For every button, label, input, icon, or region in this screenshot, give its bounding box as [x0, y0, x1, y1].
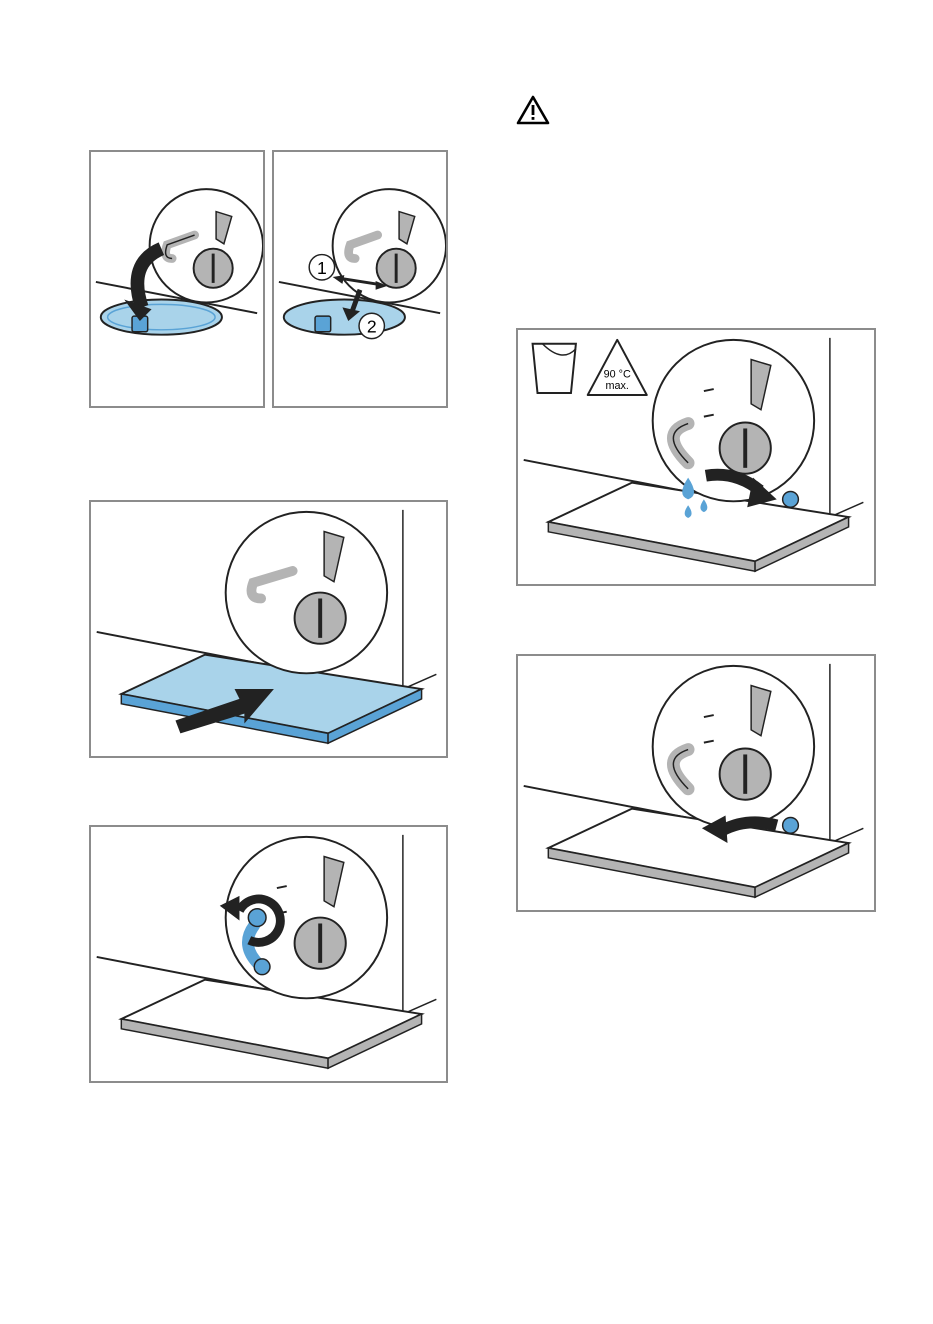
illustration-drain-water: 90 °C max. — [516, 328, 876, 586]
illustration-insert-tray — [89, 500, 448, 758]
svg-text:max.: max. — [606, 380, 629, 392]
illustration-reattach-cap — [516, 654, 876, 912]
bucket-icon — [533, 344, 576, 393]
temperature-warning-icon: 90 °C max. — [588, 340, 647, 395]
illustration-remove-cover-steps: 1 2 — [272, 150, 448, 408]
warning-triangle-icon — [516, 95, 550, 125]
svg-text:90 °C: 90 °C — [604, 368, 631, 380]
illustration-open-flap — [89, 150, 265, 408]
illustration-rotate-hose-cap — [89, 825, 448, 1083]
step-number-two: 2 — [367, 317, 377, 337]
step-number-one: 1 — [317, 258, 327, 278]
